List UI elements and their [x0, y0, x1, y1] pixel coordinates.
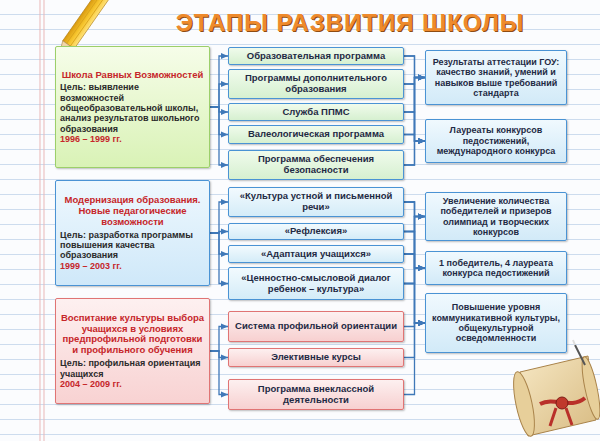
program-box: Программа обеспечения безопасности — [228, 150, 404, 180]
connector-arrow — [210, 351, 228, 395]
connector-arrow — [210, 202, 228, 233]
box-text: Программа обеспечения безопасности — [233, 154, 399, 176]
connector-arrow — [404, 323, 425, 395]
box-text: Лауреаты конкурсов педостижений, междуна… — [430, 125, 562, 156]
stage-years: 2004 – 2009 гг. — [60, 379, 205, 389]
program-box: Образовательная программа — [228, 47, 404, 65]
connector-arrow — [210, 327, 228, 352]
connector-arrow — [210, 233, 228, 284]
box-text: Образовательная программа — [233, 51, 399, 62]
connector-arrow — [210, 107, 228, 165]
connector-arrow — [404, 284, 425, 324]
program-box: Программы дополнительного образования — [228, 69, 404, 99]
box-text: «Рефлексия» — [233, 226, 399, 237]
box-text: Валеологическая программа — [233, 129, 399, 140]
box-text: Элективные курсы — [233, 352, 399, 363]
stage-heading: Воспитание культуры выбора учащихся в ус… — [60, 313, 205, 357]
connector-arrow — [404, 217, 425, 284]
box-text: Результаты аттестации ГОУ: качество знан… — [430, 57, 562, 98]
stage-heading: Модернизация образования. Новые педагоги… — [60, 195, 205, 228]
stage-heading: Школа Равных Возможностей — [60, 70, 205, 81]
connector-arrow — [404, 78, 425, 166]
title: ЭТАПЫ РАЗВИТИЯ ШКОЛЫ — [120, 9, 580, 37]
program-box: «Адаптация учащихся» — [228, 245, 404, 263]
connector-arrow — [404, 268, 425, 284]
program-box: Программа внеклассной деятельности — [228, 379, 404, 410]
box-text: Повышение уровня коммуникативной культур… — [430, 302, 562, 343]
box-text: Служба ППМС — [233, 107, 399, 118]
stage-box: Воспитание культуры выбора учащихся в ус… — [55, 298, 210, 404]
program-box: «Культура устной и письменной речи» — [228, 187, 404, 217]
scroll-illustration — [509, 340, 600, 438]
box-text: «Ценностно-смысловой диалог ребенок – ку… — [233, 273, 399, 295]
stage-goal: Цель: выявление возможностей общеобразов… — [60, 82, 205, 134]
stage-goal: Цель: разработка программы повышения кач… — [60, 230, 205, 261]
stage-box: Школа Равных ВозможностейЦель: выявление… — [55, 46, 210, 168]
box-text: Программа внеклассной деятельности — [233, 384, 399, 406]
program-box: «Рефлексия» — [228, 223, 404, 240]
box-text: Система профильной ориентации — [233, 321, 399, 332]
result-box: Увеличение количества победителей и приз… — [425, 192, 567, 241]
result-box: Результаты аттестации ГОУ: качество знан… — [425, 50, 567, 105]
program-box: Система профильной ориентации — [228, 311, 404, 342]
program-box: Служба ППМС — [228, 103, 404, 121]
connector-arrow — [210, 56, 228, 107]
stage-box: Модернизация образования. Новые педагоги… — [55, 180, 210, 286]
program-box: Элективные курсы — [228, 348, 404, 367]
program-box: «Ценностно-смысловой диалог ребенок – ку… — [228, 267, 404, 300]
result-box: Лауреаты конкурсов педостижений, междуна… — [425, 119, 567, 163]
connector-arrow — [210, 84, 228, 107]
box-text: Программы дополнительного образования — [233, 73, 399, 95]
stage-years: 1996 – 1999 гг. — [60, 134, 205, 144]
box-text: «Адаптация учащихся» — [233, 249, 399, 260]
connector-arrow — [404, 141, 425, 165]
box-text: 1 победитель, 4 лауреата конкурса педост… — [430, 258, 562, 279]
result-box: 1 победитель, 4 лауреата конкурса педост… — [425, 251, 567, 285]
result-box: Повышение уровня коммуникативной культур… — [425, 293, 567, 353]
stage-goal: Цель: профильная ориентация учащихся — [60, 358, 205, 379]
program-box: Валеологическая программа — [228, 125, 404, 144]
box-text: Увеличение количества победителей и приз… — [430, 196, 562, 237]
stage-years: 1999 – 2003 гг. — [60, 261, 205, 271]
box-text: «Культура устной и письменной речи» — [233, 191, 399, 213]
connector-arrow — [404, 202, 425, 323]
